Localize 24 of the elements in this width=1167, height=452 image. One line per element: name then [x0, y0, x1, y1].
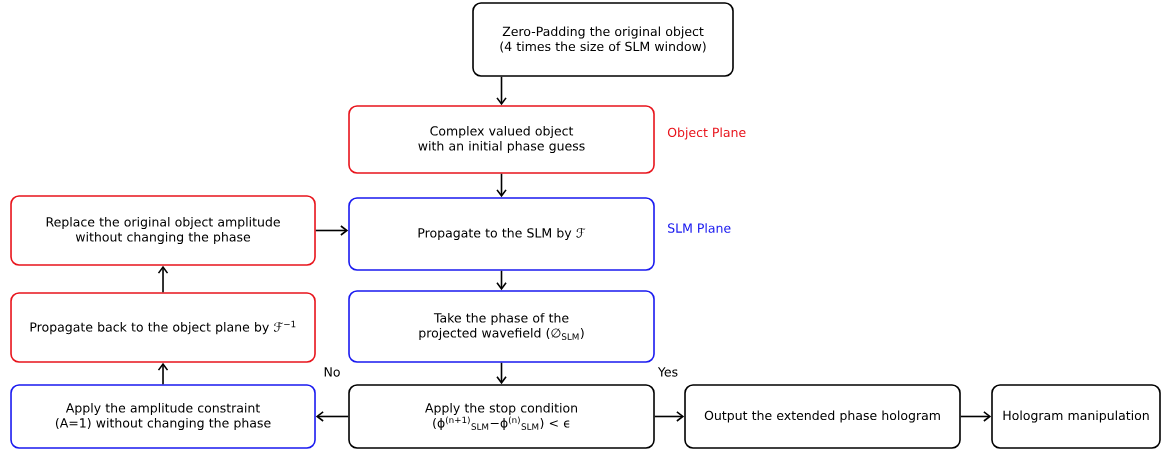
arrow [960, 411, 992, 422]
process-box: Apply the amplitude constraint (A=1) without changing the phase [10, 384, 316, 449]
plane-label: SLM Plane [668, 223, 731, 233]
arrow [157, 362, 169, 385]
process-box: Apply the stop condition (ϕ$^{(n+1)}$$_{SLM}$−ϕ$^{(n)}$$_{SLM}$) < ϵ [348, 384, 655, 449]
process-box: Replace the original object amplitude without changing the phase [10, 195, 316, 266]
arrow [654, 411, 685, 422]
arrow [315, 225, 349, 236]
edge-label: No [322, 366, 342, 378]
plane-label: Object Plane [667, 127, 746, 140]
arrow [496, 76, 507, 106]
process-box: Propagate to the SLM by ℱ [348, 197, 655, 271]
process-box: Propagate back to the object plane by ℱ$^{−1}$ [10, 292, 316, 363]
process-box: Take the phase of the projected wavefield (∅$_{SLM}$) [348, 290, 655, 363]
arrow [496, 173, 507, 198]
arrow [496, 270, 507, 291]
arrow [157, 265, 169, 293]
process-box: Zero-Padding the original object (4 times the size of SLM window) [472, 2, 734, 77]
arrow [496, 362, 507, 385]
arrow [315, 411, 349, 422]
edge-label: Yes [656, 366, 680, 378]
process-box: Hologram manipulation [991, 384, 1161, 449]
process-box: Output the extended phase hologram [684, 384, 961, 449]
process-box: Complex valued object with an initial phase guess [348, 105, 655, 174]
